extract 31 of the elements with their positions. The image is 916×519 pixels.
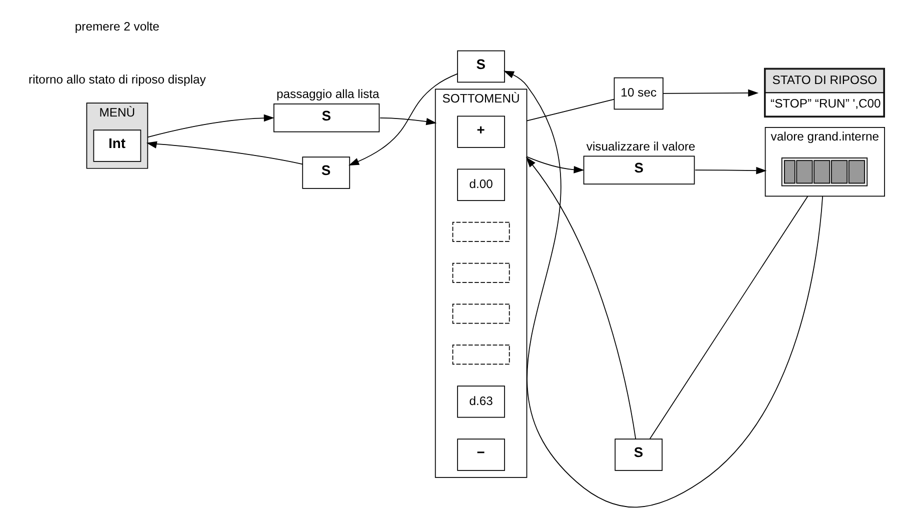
node-box: S <box>614 438 663 471</box>
arrow <box>504 70 824 508</box>
node-box: d.63 <box>457 386 505 418</box>
node-box <box>452 262 510 283</box>
node-box: S <box>273 104 380 132</box>
label: ritorno allo stato di riposo display <box>28 72 206 87</box>
arrow <box>348 73 458 166</box>
node-box <box>452 344 510 365</box>
node-box: Int <box>93 130 142 162</box>
node-box: S <box>302 156 350 189</box>
node-box: + <box>457 116 505 148</box>
node-box: 10 sec <box>614 77 664 110</box>
cluster: valore grand.interne <box>764 127 885 197</box>
arrow <box>694 166 767 174</box>
arrow <box>146 141 303 165</box>
arrow <box>662 89 759 97</box>
node-box: d.00 <box>457 168 505 202</box>
arrow <box>526 156 636 440</box>
node-box: S <box>583 156 695 184</box>
node-box: − <box>457 438 505 471</box>
node-box <box>452 222 510 242</box>
node-label: visualizzare il valore <box>586 139 696 154</box>
arrow <box>380 117 437 126</box>
connector <box>526 98 614 122</box>
node-box: S <box>457 50 505 83</box>
node-box <box>452 304 510 324</box>
node-label: passaggio alla lista <box>276 87 380 102</box>
arrow <box>526 156 584 174</box>
arrow <box>147 114 274 138</box>
label: premere 2 volte <box>74 20 160 34</box>
connector <box>650 196 808 440</box>
